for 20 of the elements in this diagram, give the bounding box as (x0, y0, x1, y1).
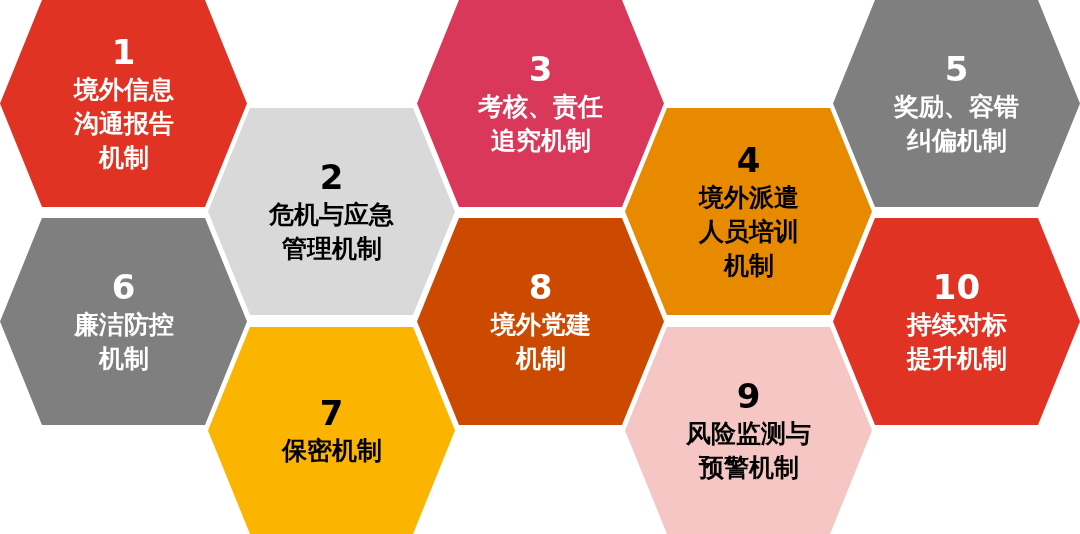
mechanism-label: 境外党建机制 (489, 309, 592, 375)
mechanism-label: 风险监测与预警机制 (685, 418, 812, 484)
number-label: 2 (319, 157, 344, 199)
number-label: 6 (111, 267, 136, 309)
number-label: 7 (319, 393, 344, 434)
number-label: 8 (528, 267, 553, 309)
mechanism-label: 境外信息沟通报告机制 (72, 74, 175, 174)
mechanism-label: 危机与应急管理机制 (267, 199, 395, 265)
mechanism-label: 考核、责任追究机制 (477, 91, 604, 157)
number-label: 1 (111, 32, 136, 74)
mechanism-label: 奖励、容错纠偏机制 (892, 91, 1020, 157)
number-label: 4 (736, 140, 761, 182)
number-label: 3 (528, 49, 553, 91)
number-label: 9 (736, 376, 761, 418)
number-label: 10 (932, 267, 981, 309)
mechanism-label: 境外派遣人员培训机制 (697, 182, 800, 282)
mechanism-label: 廉洁防控机制 (72, 309, 175, 375)
mechanism-label: 保密机制 (280, 435, 383, 467)
number-label: 5 (944, 49, 969, 91)
mechanism-label: 持续对标提升机制 (905, 309, 1008, 375)
